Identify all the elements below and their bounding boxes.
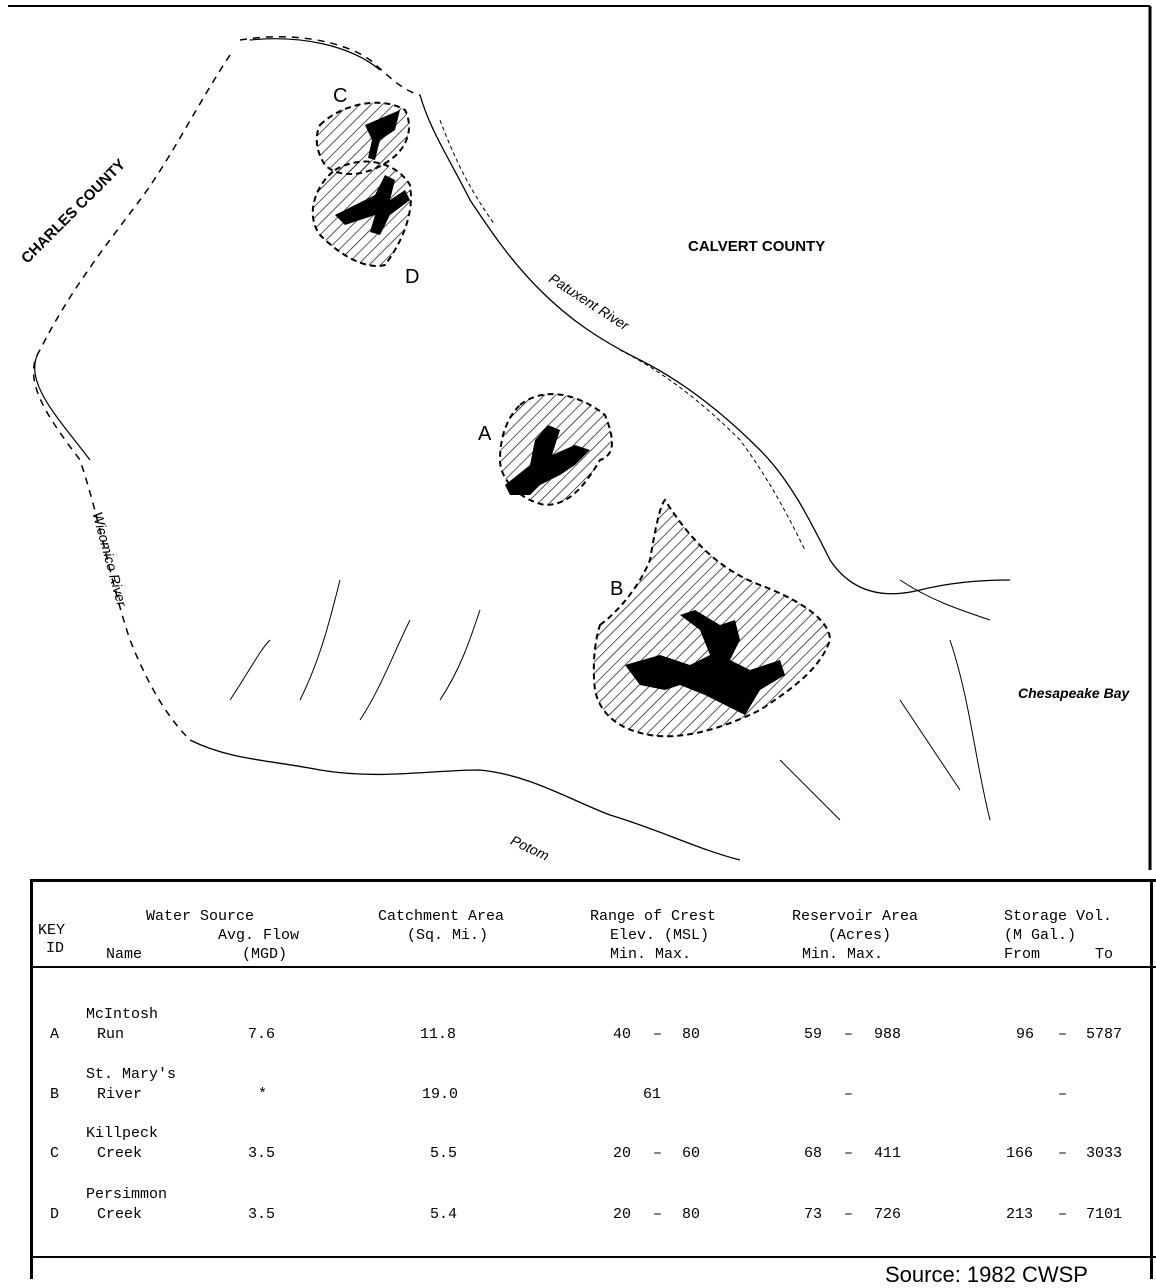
row-a-res-dash: – xyxy=(844,1026,854,1043)
row-c-res-dash: – xyxy=(844,1145,854,1162)
reservoir-a-water xyxy=(505,425,590,495)
header-catchment-1: Catchment Area xyxy=(378,908,505,925)
header-storage-from: From xyxy=(1004,946,1041,963)
row-b-name-2: River xyxy=(97,1086,143,1103)
row-c-stor-dash: – xyxy=(1058,1145,1068,1162)
row-b-flow: * xyxy=(258,1086,268,1103)
header-storage-2: (M Gal.) xyxy=(1004,927,1077,944)
row-d-flow: 3.5 xyxy=(248,1206,276,1223)
header-reservoir-2: (Acres) xyxy=(828,927,892,944)
reservoir-b-water xyxy=(625,610,785,715)
reservoir-d-water xyxy=(335,175,410,235)
header-rule xyxy=(32,966,1156,968)
row-c-res-min: 68 xyxy=(804,1145,823,1162)
row-d-stor-from: 213 xyxy=(1006,1206,1034,1223)
reservoir-table: KEY ID Water Source Name Avg. Flow (MGD)… xyxy=(32,898,1156,1258)
row-a-id: A xyxy=(50,1026,60,1043)
patuxent-shoreline-inner xyxy=(439,119,806,551)
row-d-crest-dash: – xyxy=(653,1206,663,1223)
header-storage-to: To xyxy=(1095,946,1114,963)
row-a-flow: 7.6 xyxy=(248,1026,276,1043)
header-crest-3: Min. Max. xyxy=(610,946,692,963)
map-key-a: A xyxy=(478,423,492,445)
row-d-crest-min: 20 xyxy=(613,1206,632,1223)
header-key-id-1: KEY xyxy=(38,922,66,939)
county-map xyxy=(8,5,1152,870)
calvert-county-label: CALVERT COUNTY xyxy=(688,238,826,255)
chesapeake-bay-label: Chesapeake Bay xyxy=(1018,685,1130,701)
patuxent-shoreline xyxy=(419,94,1011,595)
row-a-stor-dash: – xyxy=(1058,1026,1068,1043)
row-d-stor-to: 7101 xyxy=(1086,1206,1123,1223)
header-crest-1: Range of Crest xyxy=(590,908,717,925)
header-avg-flow-1: Avg. Flow xyxy=(218,927,300,944)
row-b-name-1: St. Mary's xyxy=(86,1066,177,1083)
row-c-crest-dash: – xyxy=(653,1145,663,1162)
row-a-crest-max: 80 xyxy=(682,1026,701,1043)
header-reservoir-1: Reservoir Area xyxy=(792,908,919,925)
row-d-res-min: 73 xyxy=(804,1206,823,1223)
row-a-stor-to: 5787 xyxy=(1086,1026,1123,1043)
row-c-catchment: 5.5 xyxy=(430,1145,458,1162)
row-b-crest-min: 61 xyxy=(643,1086,662,1103)
map-key-c: C xyxy=(333,85,348,107)
row-c-id: C xyxy=(50,1145,60,1162)
row-a-crest-dash: – xyxy=(653,1026,663,1043)
row-c-name-1: Killpeck xyxy=(86,1125,159,1142)
row-a-crest-min: 40 xyxy=(613,1026,632,1043)
row-d-catchment: 5.4 xyxy=(430,1206,458,1223)
table-bottom-rule xyxy=(32,1256,1156,1258)
header-water-source: Water Source xyxy=(146,908,255,925)
row-d-id: D xyxy=(50,1206,60,1223)
header-storage-1: Storage Vol. xyxy=(1004,908,1113,925)
county-boundary xyxy=(32,36,421,741)
header-name: Name xyxy=(106,946,143,963)
row-d-res-dash: – xyxy=(844,1206,854,1223)
table-left-rule xyxy=(30,879,33,1279)
bay-shoreline xyxy=(899,579,991,821)
table-right-rule xyxy=(1150,879,1153,1279)
row-c-stor-to: 3033 xyxy=(1086,1145,1123,1162)
row-a-name-1: McIntosh xyxy=(86,1006,159,1023)
row-c-flow: 3.5 xyxy=(248,1145,276,1162)
table-top-rule xyxy=(32,879,1156,882)
row-a-name-2: Run xyxy=(97,1026,125,1043)
row-c-name-2: Creek xyxy=(97,1145,143,1162)
row-a-catchment: 11.8 xyxy=(420,1026,457,1043)
reservoir-b-area xyxy=(592,498,832,738)
header-key-id-2: ID xyxy=(46,940,65,957)
row-a-stor-from: 96 xyxy=(1016,1026,1035,1043)
row-a-res-min: 59 xyxy=(804,1026,823,1043)
row-c-stor-from: 166 xyxy=(1006,1145,1034,1162)
row-d-name-2: Creek xyxy=(97,1206,143,1223)
reservoir-c-water xyxy=(365,110,400,160)
row-b-stor-dash: – xyxy=(1058,1086,1068,1103)
row-a-res-max: 988 xyxy=(874,1026,902,1043)
map-key-b: B xyxy=(610,578,624,600)
row-d-res-max: 726 xyxy=(874,1206,902,1223)
row-b-catchment: 19.0 xyxy=(422,1086,459,1103)
header-avg-flow-2: (MGD) xyxy=(242,946,288,963)
potomac-shoreline xyxy=(189,739,741,861)
row-b-id: B xyxy=(50,1086,60,1103)
south-creeks xyxy=(229,579,961,821)
row-c-res-max: 411 xyxy=(874,1145,902,1162)
row-c-crest-max: 60 xyxy=(682,1145,701,1162)
row-d-stor-dash: – xyxy=(1058,1206,1068,1223)
row-d-name-1: Persimmon xyxy=(86,1186,168,1203)
source-note: Source: 1982 CWSP xyxy=(885,1262,1088,1287)
map-key-d: D xyxy=(405,266,420,288)
header-catchment-2: (Sq. Mi.) xyxy=(407,927,489,944)
row-b-res-dash: – xyxy=(844,1086,854,1103)
header-reservoir-3: Min. Max. xyxy=(802,946,884,963)
header-crest-2: Elev. (MSL) xyxy=(610,927,710,944)
row-d-crest-max: 80 xyxy=(682,1206,701,1223)
row-c-crest-min: 20 xyxy=(613,1145,632,1162)
county-outer-line xyxy=(34,38,381,461)
